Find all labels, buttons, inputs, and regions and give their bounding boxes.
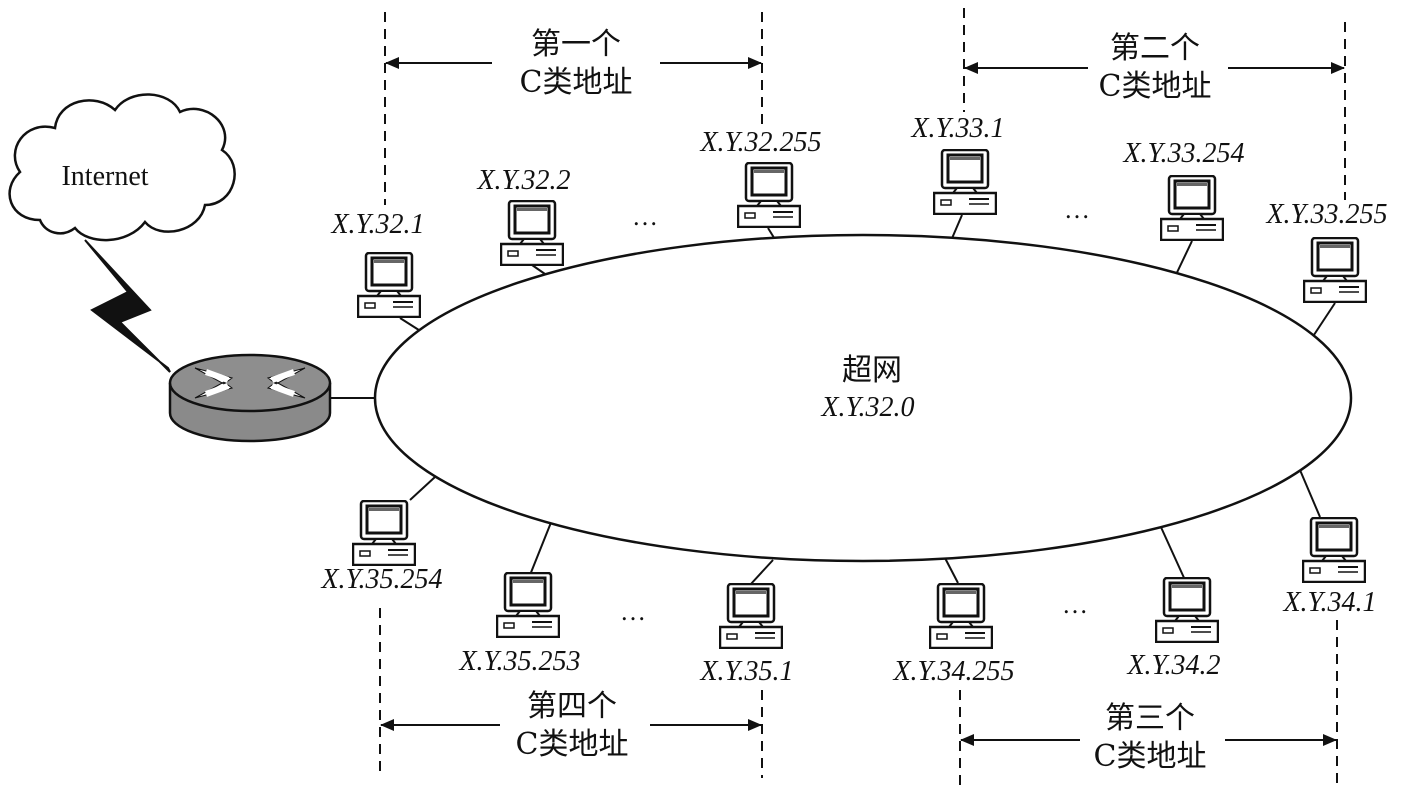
group-label-line2: C类地址 — [516, 727, 629, 762]
host-label: X.Y.33.254 — [1122, 138, 1244, 169]
host-label: X.Y.33.255 — [1265, 199, 1387, 230]
computer-icon — [929, 583, 993, 649]
host-label: X.Y.32.255 — [699, 127, 821, 158]
class-c-group-1: 第一个 C类地址 — [385, 27, 762, 100]
class-c-group-4: 第四个 C类地址 — [380, 689, 762, 762]
supernet-title: 超网 — [842, 353, 902, 388]
computer-icon — [1303, 237, 1367, 303]
computer-icon — [1155, 577, 1219, 643]
computer-icon — [719, 583, 783, 649]
host-link — [529, 519, 553, 576]
computer-icon — [500, 200, 564, 266]
host-link — [1159, 524, 1186, 581]
group-label-line2: C类地址 — [1099, 69, 1212, 104]
host-label: X.Y.33.1 — [910, 113, 1004, 144]
host-label: X.Y.34.1 — [1282, 587, 1376, 618]
class-c-group-2: 第二个 C类地址 — [964, 31, 1345, 104]
computer-icon — [1160, 175, 1224, 241]
group-label-line1: 第四个 — [527, 689, 617, 724]
group-label-line1: 第二个 — [1110, 31, 1200, 66]
host-link — [749, 559, 774, 586]
host-link — [1299, 469, 1321, 518]
host-label: X.Y.32.2 — [476, 165, 570, 196]
ellipsis-marker: … — [1062, 590, 1088, 619]
class-c-group-3: 第三个 C类地址 — [960, 701, 1337, 774]
computer-icon — [1302, 517, 1366, 583]
host-link — [944, 557, 959, 584]
computer-icon — [357, 252, 421, 318]
host-label: X.Y.35.1 — [699, 656, 793, 687]
supernet-ellipse: 超网 X.Y.32.0 — [373, 233, 1353, 563]
host-label: X.Y.35.253 — [458, 646, 580, 677]
computer-icon — [737, 162, 801, 228]
computer-icon — [496, 572, 560, 638]
internet-cloud: Internet — [8, 93, 236, 242]
computer-icon — [352, 500, 416, 566]
internet-label: Internet — [61, 161, 148, 192]
group-label-line2: C类地址 — [1094, 739, 1207, 774]
host-label: X.Y.34.2 — [1126, 650, 1220, 681]
host-label: X.Y.35.254 — [320, 564, 442, 595]
host-label: X.Y.32.1 — [330, 209, 424, 240]
supernet-address: X.Y.32.0 — [820, 392, 914, 423]
ellipsis-marker: … — [620, 597, 646, 626]
host-link — [531, 264, 546, 275]
host-link — [409, 476, 436, 501]
router-icon — [168, 353, 332, 443]
wan-link-icon — [84, 239, 171, 373]
group-label-line1: 第一个 — [531, 27, 621, 62]
ellipsis-marker: … — [632, 202, 658, 231]
group-label-line2: C类地址 — [520, 65, 633, 100]
computer-icon — [933, 149, 997, 215]
ellipsis-marker: … — [1064, 195, 1090, 224]
group-label-line1: 第三个 — [1105, 701, 1195, 736]
host-label: X.Y.34.255 — [892, 656, 1014, 687]
